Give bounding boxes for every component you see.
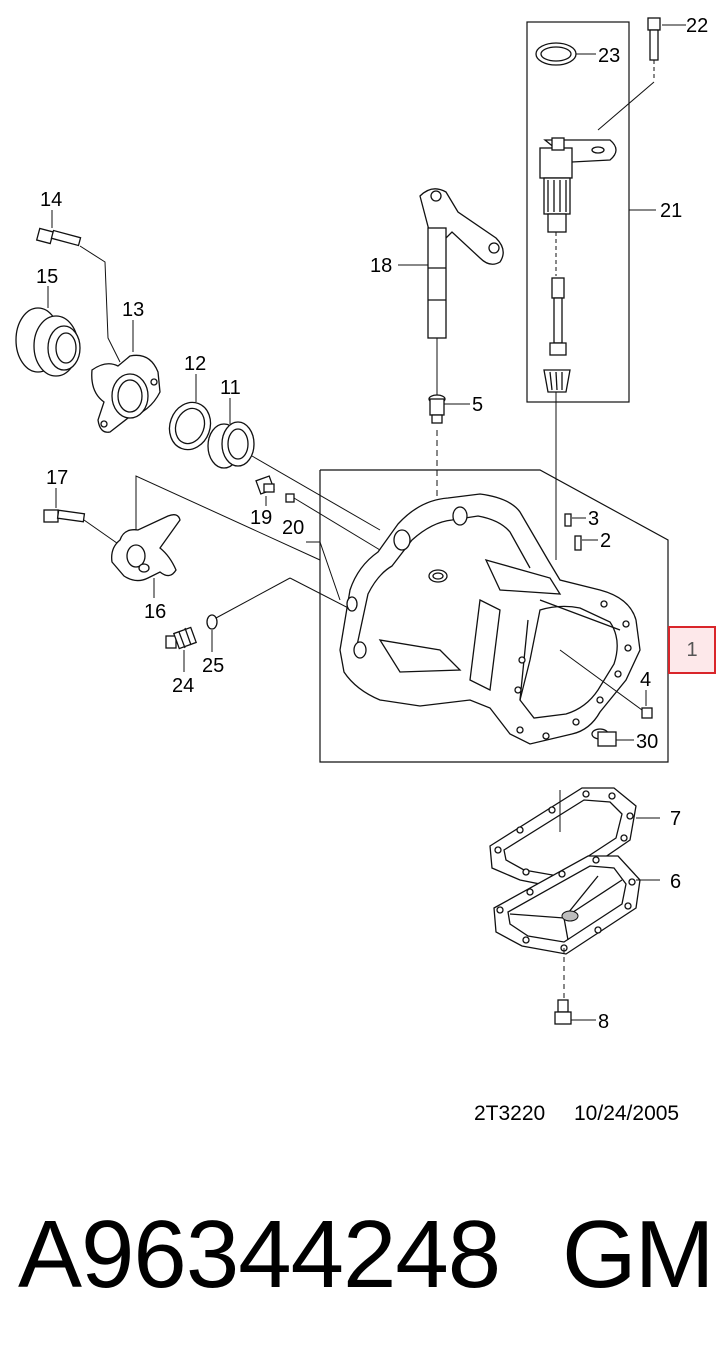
- callout-1-label: 1: [686, 639, 698, 661]
- part-15-release-bearing: [15, 286, 81, 377]
- callout-6: 6: [670, 871, 681, 893]
- part-20-pin: [285, 493, 381, 551]
- callout-5: 5: [472, 394, 483, 416]
- part-23-oring: [535, 42, 596, 66]
- part-17-bolt: [43, 488, 125, 549]
- part-3-dowel: [564, 513, 586, 527]
- drawing-date: 10/24/2005: [574, 1102, 680, 1125]
- part-21-speedometer-gear: [539, 81, 655, 560]
- part-22-bolt: [647, 17, 686, 80]
- leader-20: [306, 541, 341, 601]
- callout-13: 13: [122, 299, 144, 321]
- callout-7: 7: [670, 808, 681, 830]
- callout-12: 12: [184, 353, 206, 375]
- part-4-plug: [559, 649, 653, 719]
- brand-name: GM: [562, 1201, 715, 1308]
- callout-14: 14: [40, 189, 62, 211]
- callout-8: 8: [598, 1011, 609, 1033]
- part-30-drain-plug: [591, 728, 634, 747]
- drawing-reference-code: 2T3220: [474, 1102, 546, 1125]
- part-11-bearing: [207, 398, 381, 531]
- callout-16: 16: [144, 601, 166, 623]
- speedometer-assembly-frame: [526, 21, 656, 403]
- part-8-bolt: [554, 999, 596, 1025]
- callout-20: 20: [282, 517, 304, 539]
- callout-2: 2: [600, 530, 611, 552]
- part-24-sensor: [165, 626, 198, 672]
- callout-4: 4: [640, 669, 651, 691]
- callout-17: 17: [46, 467, 68, 489]
- callout-24: 24: [172, 675, 194, 697]
- callout-22: 22: [686, 15, 708, 37]
- callout-23: 23: [598, 45, 620, 67]
- part-12-seal: [168, 374, 212, 451]
- callout-3: 3: [588, 508, 599, 530]
- callout-19: 19: [250, 507, 272, 529]
- part-13-bearing-guide: [91, 320, 161, 433]
- part-6-oil-pan: [493, 790, 660, 1000]
- part-number: A96344248: [18, 1201, 501, 1308]
- part-1-transaxle-case: [339, 493, 641, 745]
- part-19-plug: [255, 475, 275, 506]
- callout-18: 18: [370, 255, 392, 277]
- callout-21: 21: [660, 200, 682, 222]
- callout-25: 25: [202, 655, 224, 677]
- callout-labels: 22 23 21 14 18 15 13 12 11 5 17 19 20 3 …: [36, 15, 708, 1033]
- callout-15: 15: [36, 266, 58, 288]
- callout-30: 30: [636, 731, 658, 753]
- part-14-bolt: [35, 210, 121, 363]
- callout-11: 11: [220, 377, 241, 399]
- part-16-shift-fork: [111, 475, 321, 598]
- part-2-dowel: [574, 535, 598, 551]
- part-18-shift-shaft: [398, 188, 504, 395]
- highlighted-callout-1[interactable]: 1: [668, 626, 716, 674]
